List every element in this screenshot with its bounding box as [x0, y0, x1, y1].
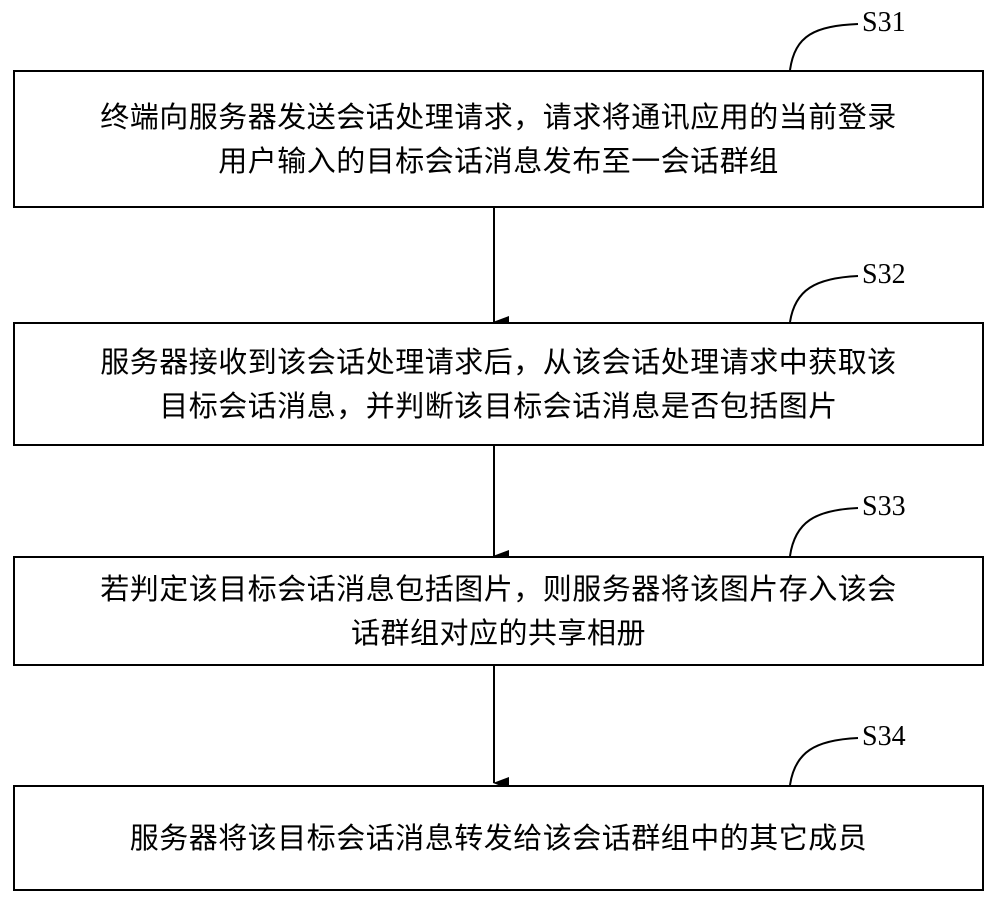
step-text-s31: 终端向服务器发送会话处理请求，请求将通讯应用的当前登录 用户输入的目标会话消息发… [100, 95, 897, 183]
step-box-s31: 终端向服务器发送会话处理请求，请求将通讯应用的当前登录 用户输入的目标会话消息发… [13, 70, 984, 208]
step-box-s33: 若判定该目标会话消息包括图片，则服务器将该图片存入该会 话群组对应的共享相册 [13, 556, 984, 666]
leader-curve-s31 [789, 23, 859, 71]
step-label-s31: S31 [862, 7, 906, 38]
step-text-s33: 若判定该目标会话消息包括图片，则服务器将该图片存入该会 话群组对应的共享相册 [100, 567, 897, 655]
step-text-line: 目标会话消息，并判断该目标会话消息是否包括图片 [159, 389, 838, 423]
step-box-s34: 服务器将该目标会话消息转发给该会话群组中的其它成员 [13, 785, 984, 891]
step-text-line: 服务器接收到该会话处理请求后，从该会话处理请求中获取该 [100, 345, 897, 379]
leader-curve-s34 [789, 737, 859, 786]
step-label-s34: S34 [862, 721, 906, 752]
step-text-line: 终端向服务器发送会话处理请求，请求将通讯应用的当前登录 [100, 100, 897, 134]
step-text-line: 若判定该目标会话消息包括图片，则服务器将该图片存入该会 [100, 572, 897, 606]
step-box-s32: 服务器接收到该会话处理请求后，从该会话处理请求中获取该 目标会话消息，并判断该目… [13, 322, 984, 446]
step-text-line: 服务器将该目标会话消息转发给该会话群组中的其它成员 [129, 821, 868, 855]
step-text-line: 话群组对应的共享相册 [350, 616, 646, 650]
leader-curve-s33 [789, 507, 859, 557]
step-text-line: 用户输入的目标会话消息发布至一会话群组 [218, 144, 779, 178]
leader-curve-s32 [789, 275, 859, 323]
step-label-s32: S32 [862, 259, 906, 290]
step-text-s34: 服务器将该目标会话消息转发给该会话群组中的其它成员 [130, 816, 868, 860]
step-label-s33: S33 [862, 491, 906, 522]
step-text-s32: 服务器接收到该会话处理请求后，从该会话处理请求中获取该 目标会话消息，并判断该目… [100, 340, 897, 428]
